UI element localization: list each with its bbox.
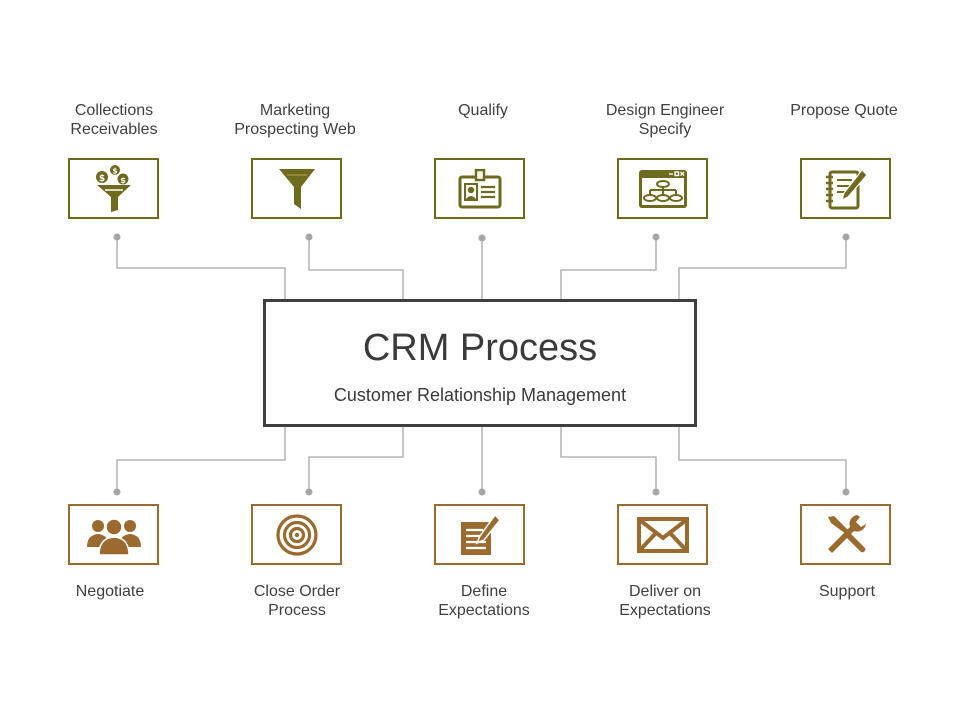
deliver-on-expectations-box xyxy=(617,504,708,565)
connector-dot xyxy=(652,488,660,496)
define-expectations-box xyxy=(434,504,525,565)
target-icon xyxy=(275,513,318,556)
connector-support xyxy=(678,427,847,492)
connector-marketing xyxy=(308,237,404,299)
envelope-icon xyxy=(636,516,689,553)
marketing-prospecting-web-box xyxy=(251,158,342,219)
connector-dot xyxy=(478,488,486,496)
connector-dot xyxy=(113,488,121,496)
connector-dot xyxy=(842,488,850,496)
svg-text:$: $ xyxy=(112,166,117,175)
connector-dot xyxy=(305,488,313,496)
notepad-pencil-icon xyxy=(825,168,868,209)
connector-dot xyxy=(113,233,121,241)
funnel-icon xyxy=(278,168,315,209)
collections-receivables-box: $ $ $ xyxy=(68,158,159,219)
label-negotiate: Negotiate xyxy=(75,583,145,600)
connector-deliver xyxy=(560,427,657,492)
people-group-icon xyxy=(86,517,141,555)
id-card-icon xyxy=(458,168,501,208)
label-collections-receivables: Collections Receivables xyxy=(70,102,158,138)
connector-close-order xyxy=(308,427,404,492)
label-define-expectations: Define Expectations xyxy=(438,583,530,619)
label-design-engineer-specify: Design Engineer Specify xyxy=(605,102,725,138)
design-engineer-specify-box xyxy=(617,158,708,219)
label-deliver-on-expectations: Deliver on Expectations xyxy=(619,583,711,619)
label-qualify: Qualify xyxy=(458,102,508,119)
connector-dot xyxy=(305,233,313,241)
label-marketing-prospecting-web: Marketing Prospecting Web xyxy=(234,102,356,138)
connector-dot xyxy=(478,234,486,242)
connector-dot xyxy=(652,233,660,241)
crm-process-center-box: CRM Process Customer Relationship Manage… xyxy=(263,299,697,427)
svg-text:$: $ xyxy=(120,176,126,185)
support-box xyxy=(800,504,891,565)
flowchart-window-icon xyxy=(638,169,687,208)
center-title: CRM Process xyxy=(362,327,598,369)
negotiate-box xyxy=(68,504,159,565)
qualify-box xyxy=(434,158,525,219)
connector-collections xyxy=(116,237,286,299)
label-propose-quote: Propose Quote xyxy=(790,102,898,119)
wrench-screwdriver-icon xyxy=(827,514,866,553)
connector-dot xyxy=(842,233,850,241)
connector-negotiate xyxy=(116,427,286,492)
close-order-process-box xyxy=(251,504,342,565)
center-subtitle: Customer Relationship Management xyxy=(333,385,627,405)
connector-design xyxy=(560,237,657,299)
propose-quote-box xyxy=(800,158,891,219)
document-pencil-icon xyxy=(460,513,501,555)
money-funnel-icon: $ $ $ xyxy=(95,164,131,212)
connector-propose xyxy=(678,237,847,299)
label-support: Support xyxy=(818,583,876,600)
svg-text:$: $ xyxy=(98,174,104,184)
label-close-order-process: Close Order Process xyxy=(253,583,341,619)
